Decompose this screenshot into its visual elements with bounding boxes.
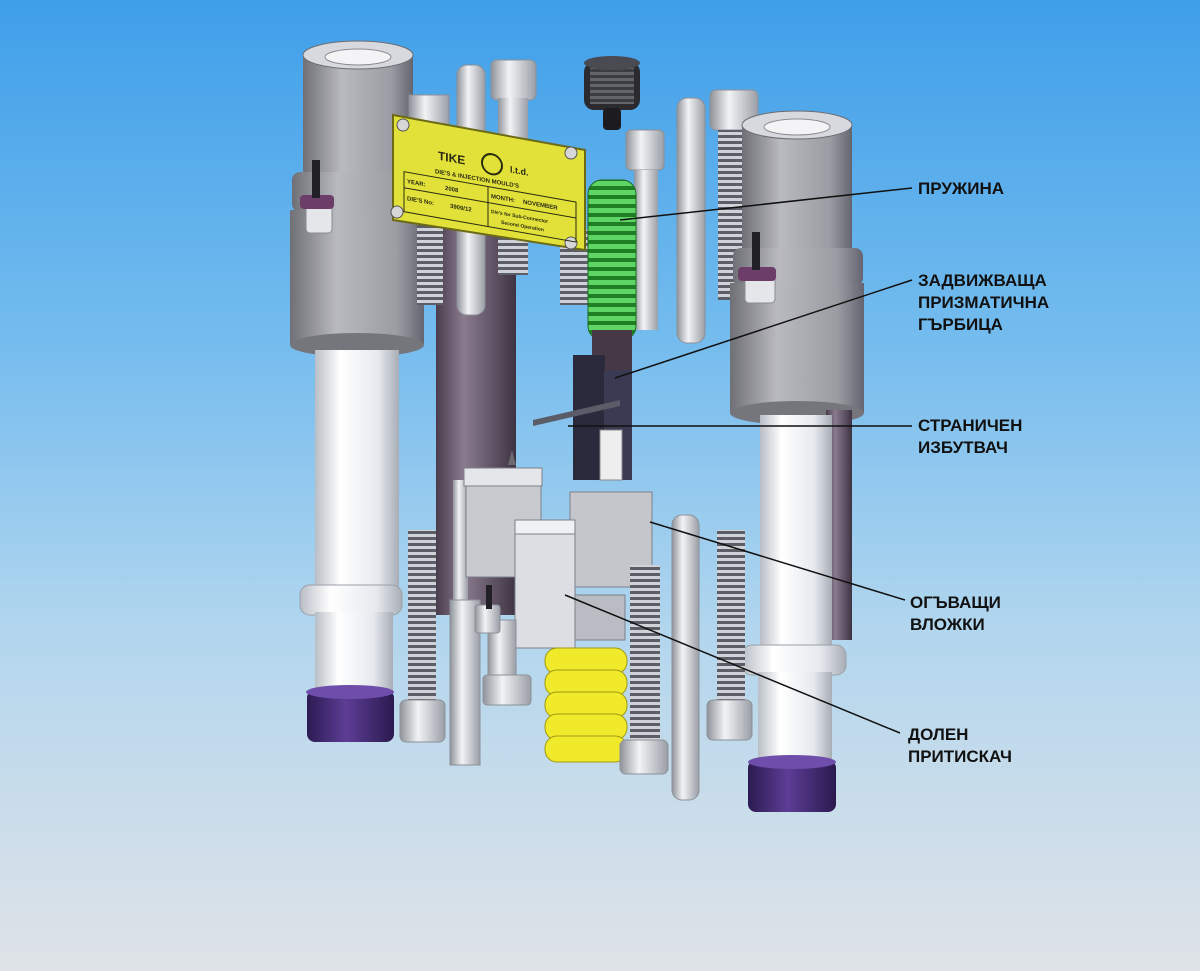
leader-line-cam — [614, 279, 913, 379]
callout-bending-inserts-line1: ОГЪВАЩИ — [910, 593, 1001, 612]
nameplate-logo — [481, 153, 503, 176]
callout-prismatic-cam-line3: ГЪРБИЦА — [918, 315, 1003, 334]
prismatic-cam — [533, 330, 632, 481]
green-spring — [587, 179, 637, 341]
right-clamp-screw — [738, 232, 776, 304]
left-guide-pillar — [290, 40, 424, 742]
nameplate-month-label: MONTH: — [491, 194, 515, 204]
callout-bending-inserts: ОГЪВАЩИ ВЛОЖКИ — [910, 592, 1001, 636]
nameplate-die-no-value: 3909/12 — [450, 204, 472, 214]
callout-prismatic-cam-line2: ПРИЗМАТИЧНА — [918, 293, 1050, 312]
callout-lower-presser: ДОЛЕН ПРИТИСКАЧ — [908, 724, 1012, 768]
leader-line-bending-inserts — [649, 521, 906, 601]
leader-lines — [564, 187, 913, 734]
callout-side-ejector-line2: ИЗБУТВАЧ — [918, 438, 1008, 457]
leader-line-lower-presser — [564, 594, 901, 734]
right-guide-pillar — [730, 110, 864, 812]
front-cap-screw — [619, 565, 669, 775]
callout-prismatic-cam-line1: ЗАДВИЖВАЩА — [918, 271, 1047, 290]
callout-lower-presser-line2: ПРИТИСКАЧ — [908, 747, 1012, 766]
nameplate-year-value: 2008 — [445, 186, 459, 194]
callout-spring: ПРУЖИНА — [918, 178, 1004, 200]
nameplate-year-label: YEAR: — [407, 179, 426, 188]
leader-line-spring — [619, 187, 913, 221]
callout-lower-presser-line1: ДОЛЕН — [908, 725, 969, 744]
callout-spring-line1: ПРУЖИНА — [918, 179, 1005, 198]
nameplate-die-no-label: DIE'S No: — [407, 196, 434, 207]
yellow-spring — [544, 647, 628, 763]
nameplate: TIKE l.t.d. DIE'S & INJECTION MOULD'S YE… — [390, 113, 586, 252]
callout-prismatic-cam: ЗАДВИЖВАЩА ПРИЗМАТИЧНА ГЪРБИЦА — [918, 270, 1049, 336]
callout-bending-inserts-line2: ВЛОЖКИ — [910, 615, 985, 634]
callout-side-ejector: СТРАНИЧЕН ИЗБУТВАЧ — [918, 415, 1022, 459]
callout-side-ejector-line1: СТРАНИЧЕН — [918, 416, 1023, 435]
lower-fasteners — [399, 514, 753, 801]
nameplate-brand: TIKE — [438, 149, 465, 168]
left-clamp-screw — [300, 160, 334, 234]
nameplate-brand-suffix: l.t.d. — [510, 164, 528, 177]
black-set-screw — [584, 56, 640, 130]
bending-inserts — [514, 519, 626, 649]
